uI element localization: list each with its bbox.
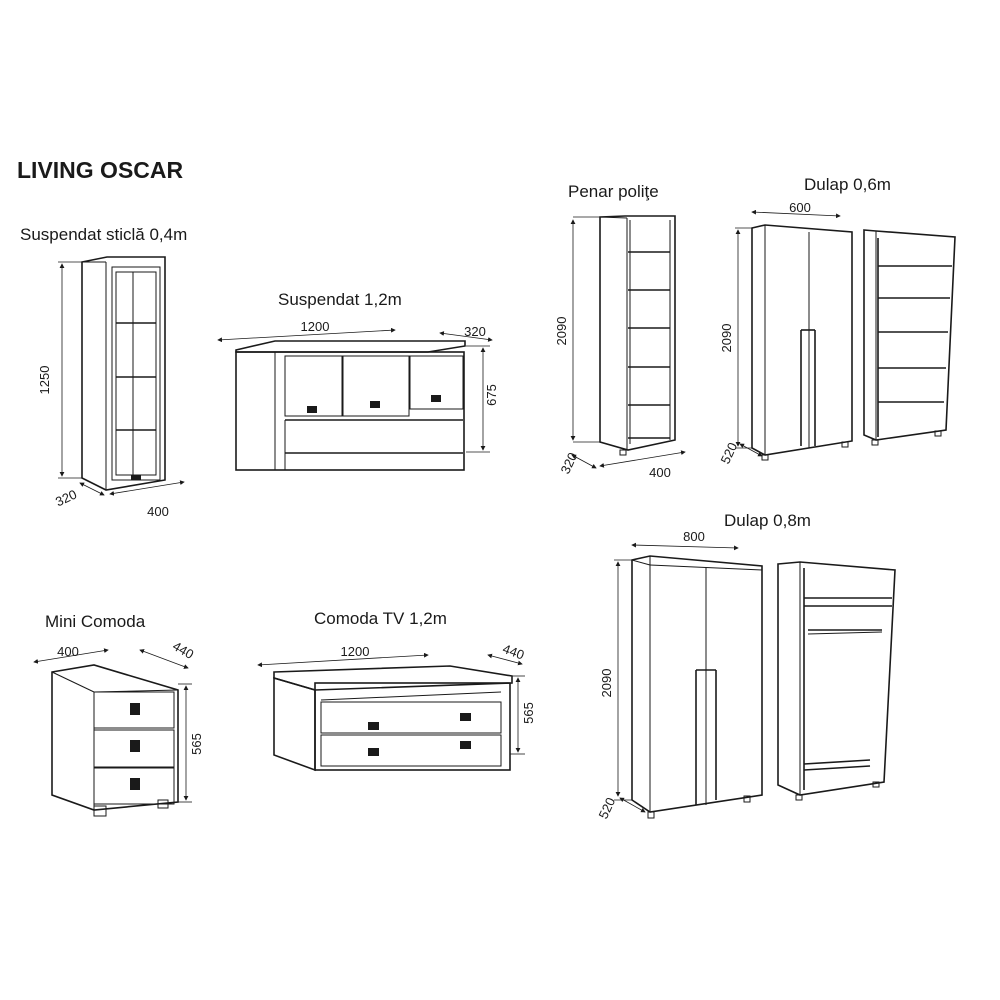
dulap-08-drawing [614, 542, 896, 819]
dulap-06-depth: 520 [718, 440, 741, 466]
suspendat-sticla-drawing [58, 256, 185, 496]
dulap-08-width: 800 [683, 529, 705, 544]
comoda-tv-depth: 440 [501, 641, 527, 663]
suspendat-sticla-height: 1250 [37, 366, 52, 395]
dulap-06-title: Dulap 0,6m [804, 175, 891, 194]
dulap-06-drawing [735, 209, 956, 461]
dulap-08-depth: 520 [596, 795, 619, 821]
mini-comoda-group: Mini Comoda 400 440 565 [33, 612, 204, 817]
penar-width: 400 [649, 465, 671, 480]
penar-height: 2090 [554, 317, 569, 346]
penar-drawing [570, 215, 686, 469]
comoda-tv-title: Comoda TV 1,2m [314, 609, 447, 628]
mini-comoda-width: 400 [57, 644, 79, 659]
page-title: LIVING OSCAR [17, 157, 184, 183]
dulap-06-width: 600 [789, 200, 811, 215]
mini-comoda-height: 565 [189, 733, 204, 755]
suspendat-12-depth: 320 [464, 324, 486, 339]
penar-depth: 320 [558, 450, 581, 476]
suspendat-sticla-title: Suspendat sticlă 0,4m [20, 225, 187, 244]
suspendat-12-title: Suspendat 1,2m [278, 290, 402, 309]
mini-comoda-drawing [33, 648, 192, 817]
dulap-06-group: Dulap 0,6m [718, 175, 956, 466]
dulap-08-group: Dulap 0,8m [596, 511, 896, 821]
suspendat-sticla-width: 400 [147, 504, 169, 519]
dulap-06-height: 2090 [719, 324, 734, 353]
dulap-08-height: 2090 [599, 669, 614, 698]
dulap-08-title: Dulap 0,8m [724, 511, 811, 530]
comoda-tv-width: 1200 [341, 644, 370, 659]
penar-group: Penar poliţe 2090 320 400 [554, 182, 686, 480]
suspendat-12-width: 1200 [301, 319, 330, 334]
comoda-tv-drawing [257, 652, 525, 772]
suspendat-12-drawing [217, 327, 493, 471]
comoda-tv-group: Comoda TV 1,2m 1200 440 565 [257, 609, 536, 772]
suspendat-sticla-group: Suspendat sticlă 0,4m 125 [20, 225, 187, 519]
suspendat-sticla-depth: 320 [53, 487, 79, 510]
mini-comoda-title: Mini Comoda [45, 612, 146, 631]
comoda-tv-height: 565 [521, 702, 536, 724]
mini-comoda-depth: 440 [170, 638, 196, 662]
suspendat-12-group: Suspendat 1,2m 1200 3 [217, 290, 499, 471]
suspendat-12-height: 675 [484, 384, 499, 406]
penar-title: Penar poliţe [568, 182, 659, 201]
